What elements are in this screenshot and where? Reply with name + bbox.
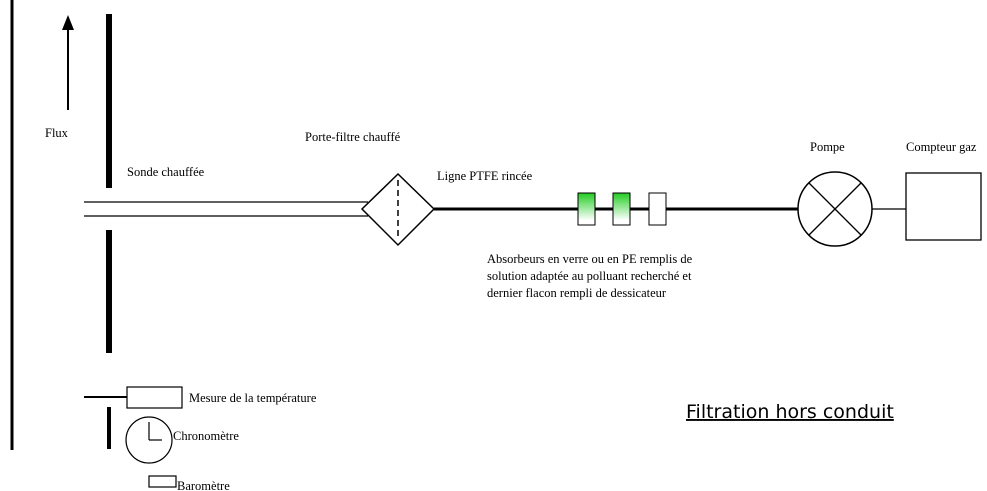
flux-label: Flux: [45, 126, 69, 140]
absorbers-label-line-2: solution adaptée au polluant recherché e…: [487, 269, 692, 283]
absorber-flask-2: [612, 192, 631, 226]
heated-probe: [84, 201, 368, 217]
chronometer-icon: [125, 416, 173, 464]
absorbers-label-line-1: Absorbeurs en verre ou en PE remplis de: [487, 252, 693, 266]
temperature-label: Mesure de la température: [189, 391, 317, 405]
filter-holder-label: Porte-filtre chauffé: [305, 130, 401, 144]
desiccant-flask: [648, 192, 667, 226]
barometer-box: [148, 475, 177, 488]
gas-meter-box: [905, 172, 982, 241]
gas-meter-label: Compteur gaz: [906, 140, 977, 154]
pump-icon: [797, 171, 873, 247]
filter-holder-icon: [360, 172, 436, 247]
barometer-label: Baromètre: [177, 479, 230, 491]
absorbers-label-line-3: dernier flacon rempli de dessicateur: [487, 286, 667, 300]
flow-arrow-icon: [62, 15, 74, 110]
pump-label: Pompe: [810, 140, 845, 154]
temperature-box: [126, 386, 183, 409]
probe-label: Sonde chauffée: [127, 165, 205, 179]
diagram-title: Filtration hors conduit: [686, 401, 894, 423]
absorber-flask-1: [577, 192, 596, 226]
chronometer-label: Chronomètre: [173, 429, 239, 443]
line-label: Ligne PTFE rincée: [437, 169, 533, 183]
